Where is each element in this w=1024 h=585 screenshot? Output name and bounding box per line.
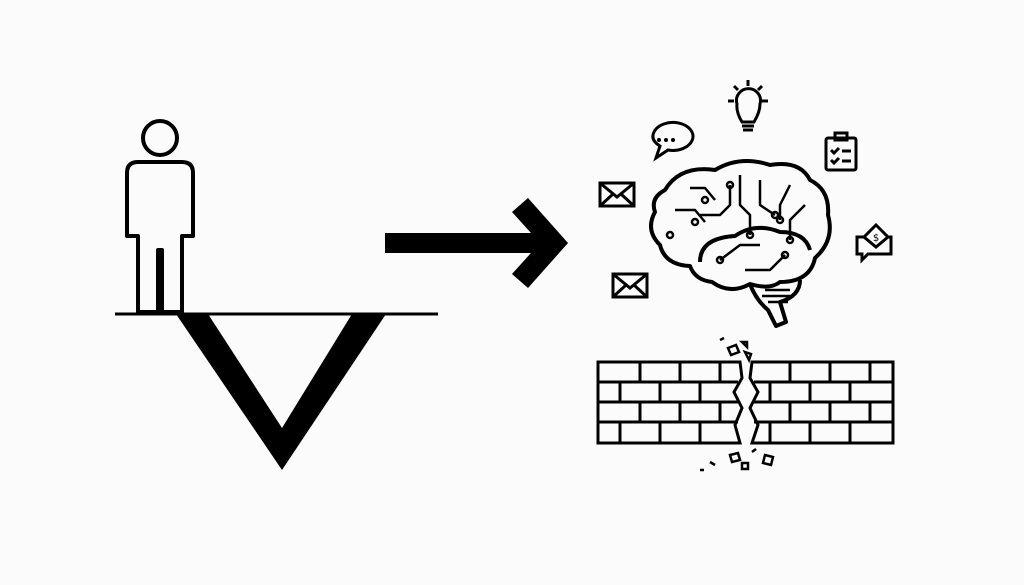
money-message-icon: $ bbox=[855, 222, 893, 264]
brick-wall-right bbox=[748, 360, 895, 445]
person-icon bbox=[125, 119, 195, 314]
wall-debris bbox=[700, 336, 775, 472]
money-symbol: $ bbox=[873, 233, 879, 244]
arrow-right-icon bbox=[385, 198, 568, 288]
circuit-brain-icon bbox=[649, 159, 832, 328]
lightbulb-icon bbox=[728, 80, 768, 132]
clipboard-checklist-icon bbox=[824, 131, 858, 172]
valley-dip-shape bbox=[176, 314, 386, 470]
speech-bubble-icon bbox=[651, 120, 695, 162]
envelope-icon bbox=[611, 272, 649, 299]
brick-wall-left bbox=[596, 360, 744, 445]
envelope-icon bbox=[598, 181, 636, 208]
